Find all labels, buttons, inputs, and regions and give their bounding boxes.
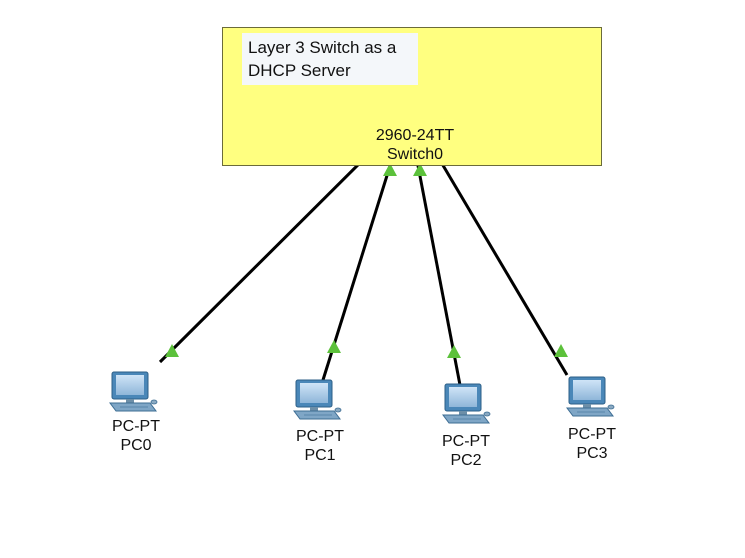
pc1-model: PC-PT bbox=[296, 428, 344, 445]
pc3-name: PC3 bbox=[576, 445, 608, 462]
link-light-switch-2 bbox=[413, 163, 427, 176]
pc3-model: PC-PT bbox=[568, 426, 616, 443]
switch-label: 2960-24TT Switch0 bbox=[355, 126, 475, 164]
link-pc2[interactable] bbox=[413, 149, 462, 386]
note-box[interactable]: Layer 3 Switch as a DHCP Server bbox=[242, 33, 418, 85]
pc0-name: PC0 bbox=[120, 437, 152, 454]
link-light-pc-0 bbox=[165, 344, 179, 357]
switch-model: 2960-24TT bbox=[375, 127, 455, 144]
link-light-pc-2 bbox=[447, 345, 461, 358]
link-lights bbox=[165, 145, 568, 358]
link-pc1[interactable] bbox=[321, 149, 397, 381]
note-line-2: DHCP Server bbox=[248, 61, 351, 80]
pc-icon[interactable] bbox=[293, 379, 342, 420]
pc3-label: PC-PT PC3 bbox=[552, 425, 632, 463]
link-pc3[interactable] bbox=[426, 139, 569, 376]
pc2-label: PC-PT PC2 bbox=[426, 432, 506, 470]
pc2-name: PC2 bbox=[450, 452, 482, 469]
link-light-pc-3 bbox=[554, 344, 568, 357]
note-line-1: Layer 3 Switch as a bbox=[248, 38, 397, 57]
pc1-name: PC1 bbox=[304, 447, 336, 464]
pc1-label: PC-PT PC1 bbox=[280, 427, 360, 465]
link-pc0[interactable] bbox=[158, 138, 385, 364]
pc0-label: PC-PT PC0 bbox=[96, 417, 176, 455]
switch-name: Switch0 bbox=[386, 146, 444, 163]
link-light-switch-1 bbox=[383, 163, 397, 176]
links bbox=[158, 138, 569, 386]
pc-icon[interactable] bbox=[442, 383, 491, 424]
pc-icon[interactable] bbox=[109, 371, 158, 412]
pc-icons bbox=[109, 371, 615, 424]
pc0-model: PC-PT bbox=[112, 418, 160, 435]
pc2-model: PC-PT bbox=[442, 433, 490, 450]
link-light-pc-1 bbox=[327, 340, 341, 353]
pc-icon[interactable] bbox=[566, 376, 615, 417]
